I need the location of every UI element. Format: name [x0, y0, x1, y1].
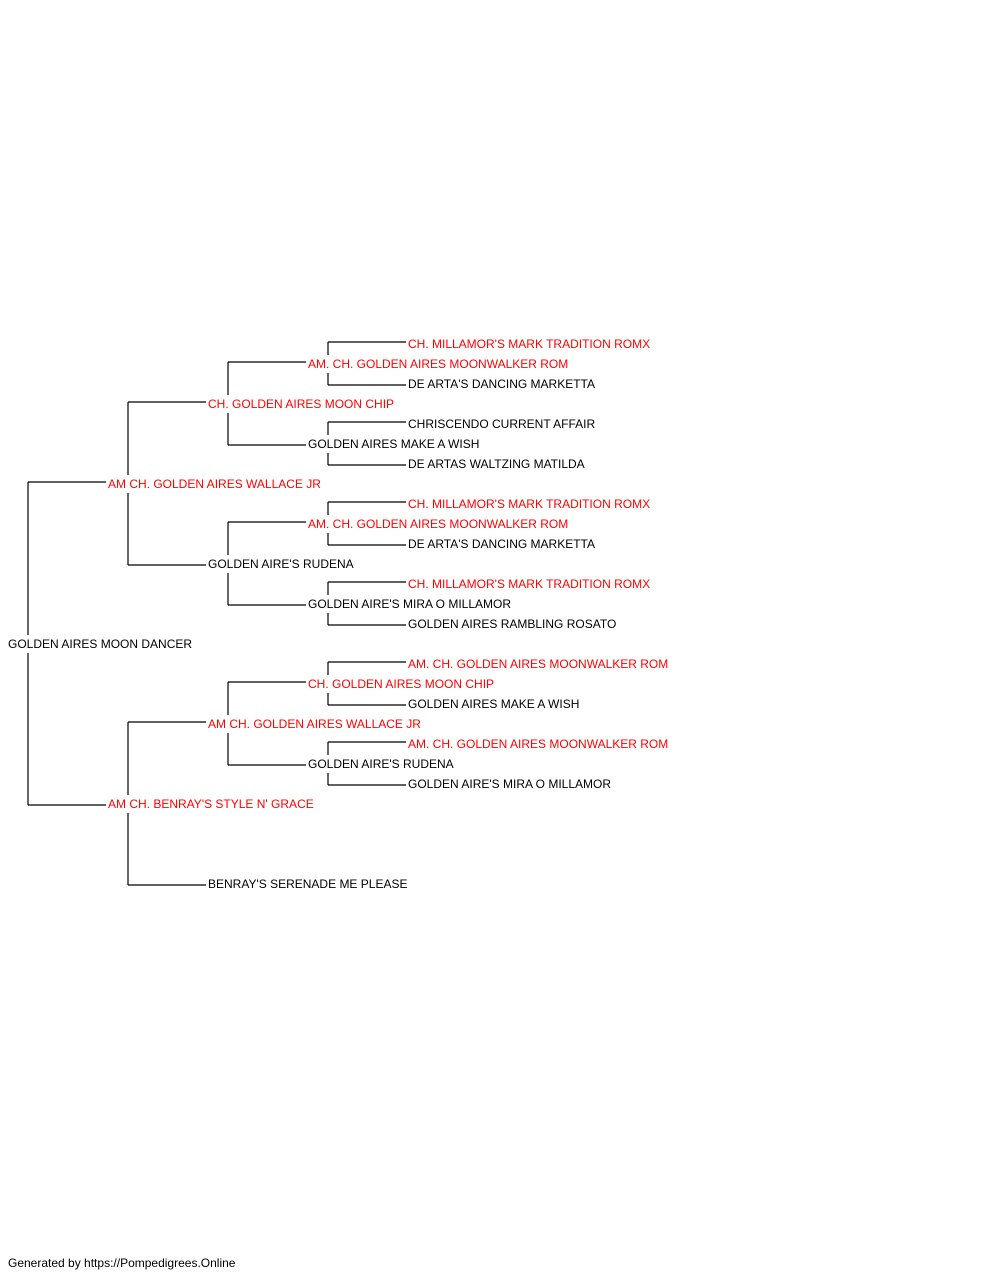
pedigree-name: DE ARTA'S DANCING MARKETTA — [408, 377, 595, 391]
pedigree-name: AM. CH. GOLDEN AIRES MOONWALKER ROM — [308, 517, 568, 531]
pedigree-name: GOLDEN AIRE'S MIRA O MILLAMOR — [408, 777, 611, 791]
pedigree-name: GOLDEN AIRE'S MIRA O MILLAMOR — [308, 597, 511, 611]
pedigree-name: AM CH. GOLDEN AIRES WALLACE JR — [208, 717, 421, 731]
pedigree-name: DE ARTAS WALTZING MATILDA — [408, 457, 585, 471]
pedigree-name: GOLDEN AIRES MOON DANCER — [8, 637, 192, 651]
pedigree-name: GOLDEN AIRES MAKE A WISH — [408, 697, 579, 711]
pedigree-name: CH. MILLAMOR'S MARK TRADITION ROMX — [408, 497, 650, 511]
pedigree-name: BENRAY'S SERENADE ME PLEASE — [208, 877, 407, 891]
pedigree-name: GOLDEN AIRES MAKE A WISH — [308, 437, 479, 451]
pedigree-name: CH. GOLDEN AIRES MOON CHIP — [308, 677, 494, 691]
pedigree-name: AM. CH. GOLDEN AIRES MOONWALKER ROM — [408, 737, 668, 751]
pedigree-name: CH. MILLAMOR'S MARK TRADITION ROMX — [408, 577, 650, 591]
pedigree-name: GOLDEN AIRES RAMBLING ROSATO — [408, 617, 616, 631]
pedigree-name: CH. MILLAMOR'S MARK TRADITION ROMX — [408, 337, 650, 351]
pedigree-name: AM. CH. GOLDEN AIRES MOONWALKER ROM — [408, 657, 668, 671]
pedigree-name: AM CH. GOLDEN AIRES WALLACE JR — [108, 477, 321, 491]
footer-credit: Generated by https://Pompedigrees.Online — [8, 1256, 236, 1270]
pedigree-name: DE ARTA'S DANCING MARKETTA — [408, 537, 595, 551]
pedigree-name: AM. CH. GOLDEN AIRES MOONWALKER ROM — [308, 357, 568, 371]
pedigree-name: CHRISCENDO CURRENT AFFAIR — [408, 417, 595, 431]
pedigree-name: CH. GOLDEN AIRES MOON CHIP — [208, 397, 394, 411]
pedigree-name: AM CH. BENRAY'S STYLE N' GRACE — [108, 797, 314, 811]
pedigree-name: GOLDEN AIRE'S RUDENA — [308, 757, 454, 771]
pedigree-name: GOLDEN AIRE'S RUDENA — [208, 557, 354, 571]
